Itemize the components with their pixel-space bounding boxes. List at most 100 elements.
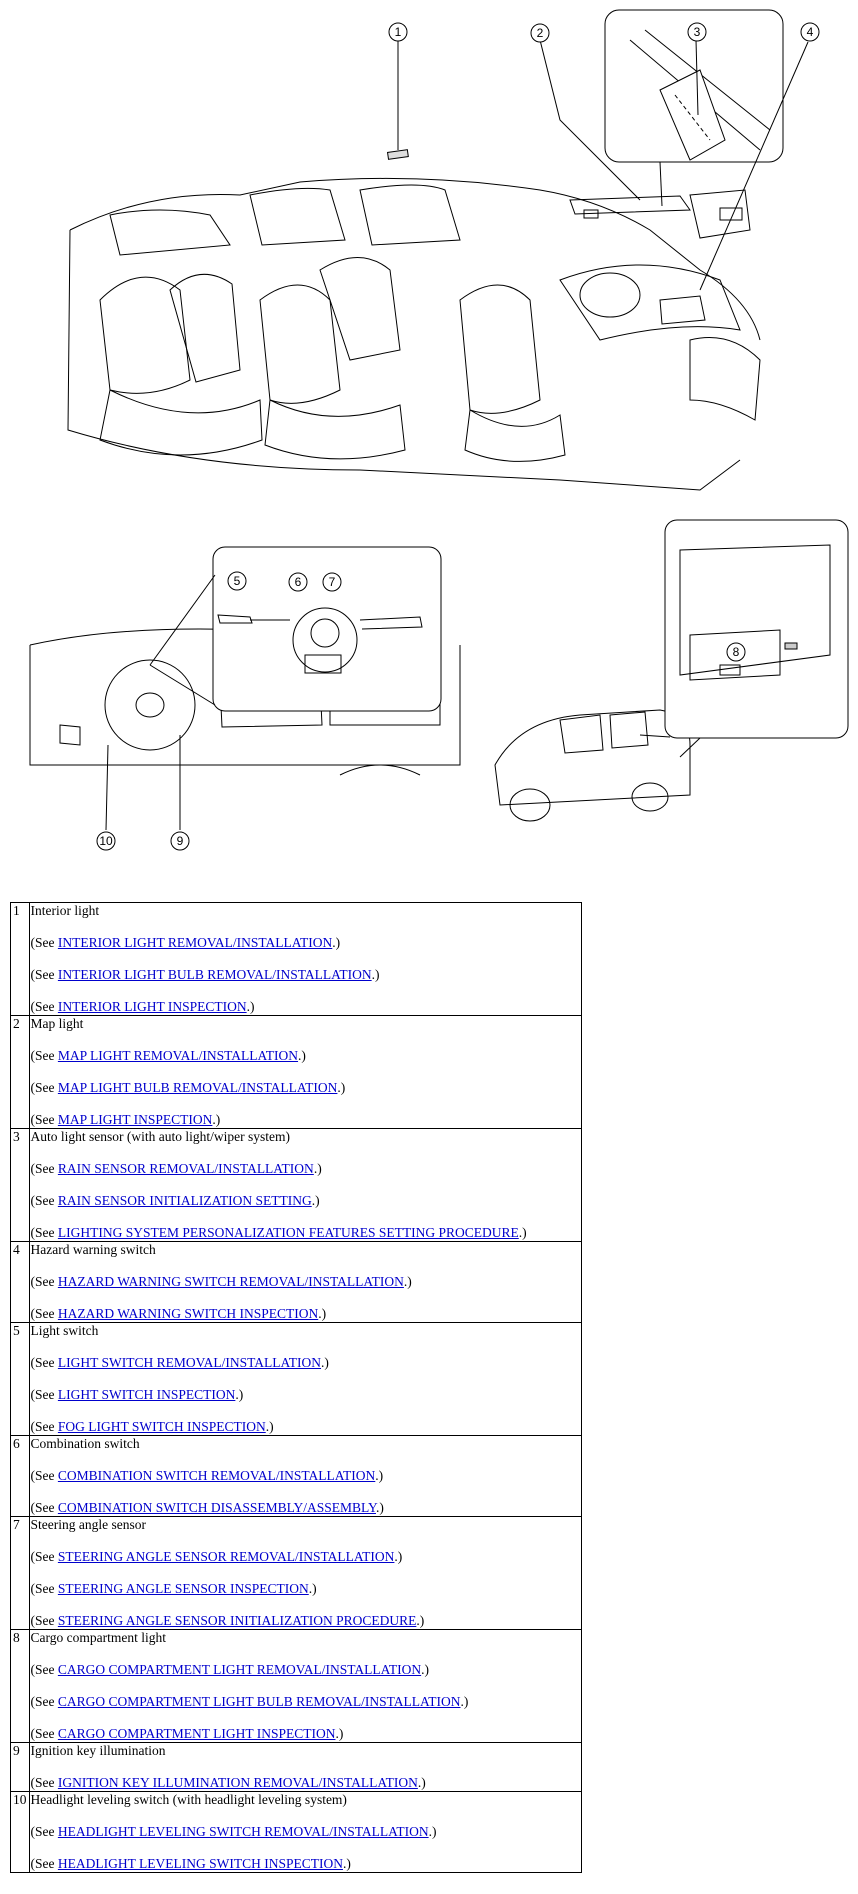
see-reference: (See HAZARD WARNING SWITCH INSPECTION.) bbox=[31, 1306, 582, 1322]
see-reference: (See LIGHT SWITCH REMOVAL/INSTALLATION.) bbox=[31, 1355, 582, 1371]
component-number: 3 bbox=[10, 1128, 30, 1242]
see-suffix: .) bbox=[313, 1161, 322, 1176]
reference-link[interactable]: MAP LIGHT INSPECTION bbox=[57, 1112, 213, 1127]
see-prefix: (See bbox=[30, 1048, 58, 1063]
see-reference: (See HEADLIGHT LEVELING SWITCH INSPECTIO… bbox=[31, 1856, 582, 1872]
reference-link[interactable]: INTERIOR LIGHT REMOVAL/INSTALLATION bbox=[57, 935, 333, 950]
see-prefix: (See bbox=[30, 999, 58, 1014]
see-reference: (See HAZARD WARNING SWITCH REMOVAL/INSTA… bbox=[31, 1274, 582, 1290]
see-prefix: (See bbox=[30, 1080, 58, 1095]
see-reference: (See INTERIOR LIGHT BULB REMOVAL/INSTALL… bbox=[31, 967, 582, 983]
reference-link[interactable]: FOG LIGHT SWITCH INSPECTION bbox=[57, 1419, 266, 1434]
see-reference: (See STEERING ANGLE SENSOR INSPECTION.) bbox=[31, 1581, 582, 1597]
see-prefix: (See bbox=[30, 1824, 58, 1839]
see-reference: (See COMBINATION SWITCH REMOVAL/INSTALLA… bbox=[31, 1468, 582, 1484]
component-name: Combination switch bbox=[30, 1436, 140, 1451]
component-name: Cargo compartment light bbox=[30, 1630, 166, 1645]
see-prefix: (See bbox=[30, 1549, 58, 1564]
component-name: Steering angle sensor bbox=[30, 1517, 146, 1532]
component-description: Headlight leveling switch (with headligh… bbox=[28, 1791, 582, 1873]
reference-link[interactable]: LIGHT SWITCH REMOVAL/INSTALLATION bbox=[57, 1355, 322, 1370]
reference-link[interactable]: MAP LIGHT REMOVAL/INSTALLATION bbox=[57, 1048, 299, 1063]
see-suffix: .) bbox=[375, 1468, 384, 1483]
component-number: 9 bbox=[10, 1742, 30, 1792]
see-reference: (See INTERIOR LIGHT REMOVAL/INSTALLATION… bbox=[31, 935, 582, 951]
component-description: Steering angle sensor (See STEERING ANGLE… bbox=[28, 1516, 582, 1630]
see-reference: (See HEADLIGHT LEVELING SWITCH REMOVAL/I… bbox=[31, 1824, 582, 1840]
reference-link[interactable]: STEERING ANGLE SENSOR REMOVAL/INSTALLATI… bbox=[57, 1549, 395, 1564]
see-prefix: (See bbox=[30, 1856, 58, 1871]
reference-link[interactable]: CARGO COMPARTMENT LIGHT BULB REMOVAL/INS… bbox=[57, 1694, 461, 1709]
reference-link[interactable]: LIGHT SWITCH INSPECTION bbox=[57, 1387, 236, 1402]
reference-link[interactable]: COMBINATION SWITCH REMOVAL/INSTALLATION bbox=[57, 1468, 376, 1483]
callout-8: 8 bbox=[733, 645, 740, 659]
component-name: Headlight leveling switch (with headligh… bbox=[30, 1792, 347, 1807]
component-number: 6 bbox=[10, 1435, 30, 1517]
see-prefix: (See bbox=[30, 1775, 58, 1790]
see-prefix: (See bbox=[30, 1387, 58, 1402]
reference-link[interactable]: COMBINATION SWITCH DISASSEMBLY/ASSEMBLY bbox=[57, 1500, 376, 1515]
component-description: Cargo compartment light (See CARGO COMPAR… bbox=[28, 1629, 582, 1743]
see-suffix: .) bbox=[428, 1824, 437, 1839]
callout-5: 5 bbox=[234, 574, 241, 588]
see-suffix: .) bbox=[235, 1387, 244, 1402]
see-reference: (See MAP LIGHT INSPECTION.) bbox=[31, 1112, 582, 1128]
see-suffix: .) bbox=[212, 1112, 221, 1127]
see-prefix: (See bbox=[30, 1355, 58, 1370]
see-reference: (See CARGO COMPARTMENT LIGHT REMOVAL/INS… bbox=[31, 1662, 582, 1678]
component-name: Auto light sensor (with auto light/wiper… bbox=[30, 1129, 290, 1144]
reference-link[interactable]: HAZARD WARNING SWITCH INSPECTION bbox=[57, 1306, 319, 1321]
see-prefix: (See bbox=[30, 1581, 58, 1596]
component-name: Hazard warning switch bbox=[30, 1242, 156, 1257]
callout-6: 6 bbox=[295, 575, 302, 589]
reference-link[interactable]: STEERING ANGLE SENSOR INSPECTION bbox=[57, 1581, 309, 1596]
component-name: Interior light bbox=[30, 903, 100, 918]
component-name: Ignition key illumination bbox=[30, 1743, 166, 1758]
reference-link[interactable]: INTERIOR LIGHT BULB REMOVAL/INSTALLATION bbox=[57, 967, 372, 982]
callout-4: 4 bbox=[807, 25, 814, 39]
see-reference: (See MAP LIGHT BULB REMOVAL/INSTALLATION… bbox=[31, 1080, 582, 1096]
reference-link[interactable]: CARGO COMPARTMENT LIGHT REMOVAL/INSTALLA… bbox=[57, 1662, 422, 1677]
callout-3: 3 bbox=[694, 25, 701, 39]
see-suffix: .) bbox=[311, 1193, 320, 1208]
reference-link[interactable]: HEADLIGHT LEVELING SWITCH REMOVAL/INSTAL… bbox=[57, 1824, 429, 1839]
see-prefix: (See bbox=[30, 1419, 58, 1434]
see-reference: (See STEERING ANGLE SENSOR REMOVAL/INSTA… bbox=[31, 1549, 582, 1565]
see-reference: (See COMBINATION SWITCH DISASSEMBLY/ASSE… bbox=[31, 1500, 582, 1516]
reference-link[interactable]: STEERING ANGLE SENSOR INITIALIZATION PRO… bbox=[57, 1613, 417, 1628]
callout-10: 10 bbox=[99, 834, 113, 848]
see-reference: (See FOG LIGHT SWITCH INSPECTION.) bbox=[31, 1419, 582, 1435]
reference-link[interactable]: HEADLIGHT LEVELING SWITCH INSPECTION bbox=[57, 1856, 343, 1871]
reference-link[interactable]: RAIN SENSOR REMOVAL/INSTALLATION bbox=[57, 1161, 314, 1176]
see-prefix: (See bbox=[30, 1468, 58, 1483]
component-number: 4 bbox=[10, 1241, 30, 1323]
see-prefix: (See bbox=[30, 1613, 58, 1628]
component-name: Map light bbox=[30, 1016, 84, 1031]
reference-link[interactable]: MAP LIGHT BULB REMOVAL/INSTALLATION bbox=[57, 1080, 338, 1095]
see-prefix: (See bbox=[30, 1306, 58, 1321]
see-reference: (See CARGO COMPARTMENT LIGHT INSPECTION.… bbox=[31, 1726, 582, 1742]
reference-link[interactable]: RAIN SENSOR INITIALIZATION SETTING bbox=[57, 1193, 312, 1208]
callout-2: 2 bbox=[537, 26, 544, 40]
component-description: Interior light (See INTERIOR LIGHT REMOVA… bbox=[28, 902, 582, 1016]
see-suffix: .) bbox=[308, 1581, 317, 1596]
see-suffix: .) bbox=[375, 1500, 384, 1515]
callout-9: 9 bbox=[177, 834, 184, 848]
reference-link[interactable]: IGNITION KEY ILLUMINATION REMOVAL/INSTAL… bbox=[57, 1775, 418, 1790]
see-suffix: .) bbox=[518, 1225, 527, 1240]
reference-link[interactable]: HAZARD WARNING SWITCH REMOVAL/INSTALLATI… bbox=[57, 1274, 404, 1289]
see-suffix: .) bbox=[416, 1613, 425, 1628]
see-suffix: .) bbox=[246, 999, 255, 1014]
reference-link[interactable]: LIGHTING SYSTEM PERSONALIZATION FEATURES… bbox=[57, 1225, 519, 1240]
see-suffix: .) bbox=[321, 1355, 329, 1370]
reference-link[interactable]: INTERIOR LIGHT INSPECTION bbox=[57, 999, 247, 1014]
component-description: Hazard warning switch (See HAZARD WARNING… bbox=[28, 1241, 582, 1323]
see-suffix: .) bbox=[265, 1419, 274, 1434]
see-reference: (See MAP LIGHT REMOVAL/INSTALLATION.) bbox=[31, 1048, 582, 1064]
reference-link[interactable]: CARGO COMPARTMENT LIGHT INSPECTION bbox=[57, 1726, 336, 1741]
